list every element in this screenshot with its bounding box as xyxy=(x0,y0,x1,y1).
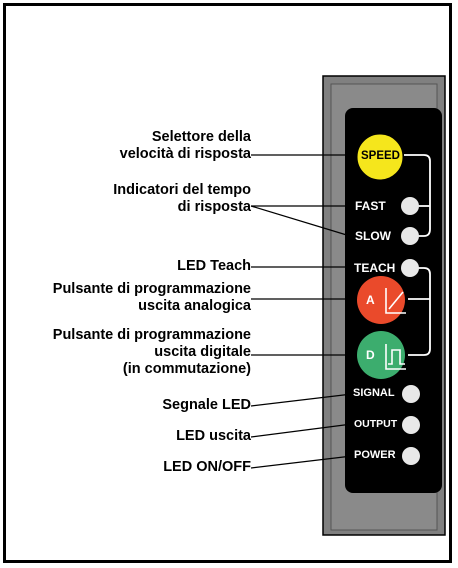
slow-led xyxy=(401,227,419,245)
speed-button-label: SPEED xyxy=(361,150,400,162)
slow-led-label: SLOW xyxy=(355,229,391,243)
callout-signal-led: Segnale LED xyxy=(162,397,251,414)
callout-line: (in commutazione) xyxy=(122,361,251,377)
callout-line: Segnale LED xyxy=(162,397,251,413)
callout-response-time: Indicatori del tempo di risposta xyxy=(113,182,251,216)
power-led-label: POWER xyxy=(354,449,396,461)
callout-line: LED Teach xyxy=(177,258,251,274)
callout-power-led: LED ON/OFF xyxy=(163,459,251,476)
output-led-label: OUTPUT xyxy=(354,418,398,430)
callout-line: uscita analogica xyxy=(138,298,251,314)
leader-signal xyxy=(250,393,353,407)
callout-line: LED ON/OFF xyxy=(163,459,251,475)
output-led xyxy=(402,416,420,434)
teach-led xyxy=(401,259,419,277)
callout-analog-button: Pulsante di programmazione uscita analog… xyxy=(53,281,251,315)
callout-output-led: LED uscita xyxy=(176,428,251,445)
analog-ramp-icon xyxy=(385,288,406,314)
diagram-frame xyxy=(3,3,452,563)
callout-line: Indicatori del tempo xyxy=(113,182,251,198)
fast-led-label: FAST xyxy=(355,199,386,213)
arrowheads xyxy=(346,151,359,238)
callout-teach-led: LED Teach xyxy=(177,258,251,275)
callout-speed-selector: Selettore della velocità di risposta xyxy=(120,129,251,163)
callout-line: Selettore della xyxy=(151,129,251,145)
callout-line: di risposta xyxy=(177,199,251,215)
digital-pulse-icon xyxy=(385,344,406,370)
leader-lines xyxy=(250,154,353,469)
signal-led-label: SIGNAL xyxy=(353,387,395,399)
callout-line: Pulsante di programmazione xyxy=(52,327,251,343)
fast-led xyxy=(401,197,419,215)
signal-led xyxy=(402,385,420,403)
analog-button-letter: A xyxy=(366,293,375,307)
leader-power xyxy=(250,455,353,469)
teach-led-label: TEACH xyxy=(354,261,396,275)
callout-line: uscita digitale xyxy=(154,344,251,360)
leader-output xyxy=(250,423,353,438)
callout-line: LED uscita xyxy=(176,428,251,444)
power-led xyxy=(402,447,420,465)
analog-output-button[interactable] xyxy=(357,276,405,324)
leader-slow xyxy=(250,205,351,237)
digital-output-button[interactable] xyxy=(357,331,405,379)
digital-button-letter: D xyxy=(366,348,375,362)
callout-line: Pulsante di programmazione xyxy=(52,281,251,297)
callout-digital-button: Pulsante di programmazione uscita digita… xyxy=(53,327,251,378)
panel-bracket-lines xyxy=(404,154,431,356)
speed-button[interactable] xyxy=(356,133,404,181)
callout-line: velocità di risposta xyxy=(119,146,251,162)
